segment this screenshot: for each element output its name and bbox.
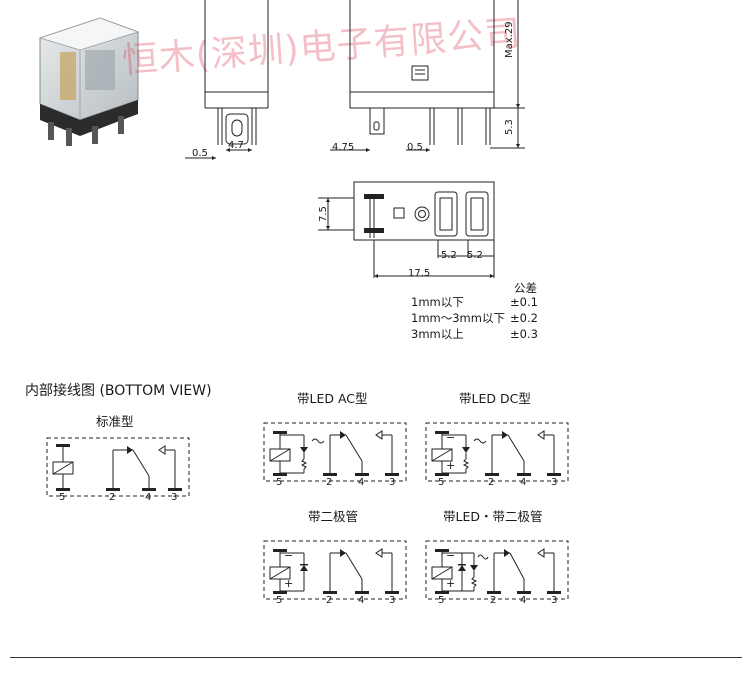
dim-5-2-right: 5.2: [467, 250, 483, 261]
front-view-drawing: [330, 0, 525, 152]
wiring-diode: [263, 540, 407, 600]
polarity-led-diode-minus: −: [446, 549, 456, 562]
section-title: 内部接线图 (BOTTOM VIEW): [25, 383, 212, 399]
dim-0-5-left: 0.5: [192, 148, 208, 159]
pin-diode-2: 2: [326, 595, 333, 606]
wiring-led-dc: [425, 422, 569, 482]
dim-5-3: 5.3: [504, 119, 515, 135]
polarity-led-diode-plus: +: [446, 577, 456, 590]
dim-17-5: 17.5: [408, 268, 431, 279]
tolerance-header: 公差: [514, 281, 537, 295]
relay-photo: [38, 17, 140, 146]
pin-led-ac-4: 4: [358, 477, 365, 488]
pin-standard-4: 4: [145, 492, 152, 503]
pin-led-dc-3: 3: [551, 477, 558, 488]
label-led-dc: 带LED DC型: [459, 391, 531, 406]
label-diode: 带二极管: [308, 509, 359, 524]
pin-diode-3: 3: [389, 595, 396, 606]
wiring-led-ac: [263, 422, 407, 482]
dim-max-29: Max.29: [504, 21, 515, 58]
tolerance-value-2: ±0.2: [510, 311, 538, 325]
dim-0-5-mid: 0.5: [407, 142, 423, 153]
label-standard: 标准型: [96, 414, 134, 429]
dim-4-7: 4.7: [228, 140, 244, 151]
label-led-diode: 带LED・带二极管: [443, 509, 543, 524]
tolerance-range-3: 3mm以上: [411, 327, 464, 341]
polarity-led-dc-plus: +: [446, 459, 456, 472]
polarity-diode-plus: +: [284, 577, 294, 590]
label-led-ac: 带LED AC型: [297, 391, 368, 406]
polarity-diode-minus: −: [284, 549, 294, 562]
pin-standard-3: 3: [171, 492, 178, 503]
tolerance-range-1: 1mm以下: [411, 295, 464, 309]
tolerance-value-3: ±0.3: [510, 327, 538, 341]
wiring-led-diode: [425, 540, 569, 600]
dim-4-75: 4.75: [332, 142, 355, 153]
dim-7-5: 7.5: [318, 206, 329, 222]
bottom-view-drawing: [318, 181, 495, 278]
tolerance-value-1: ±0.1: [510, 295, 538, 309]
pin-led-diode-2: 2: [490, 595, 497, 606]
polarity-led-dc-minus: −: [446, 431, 456, 444]
pin-led-diode-3: 3: [551, 595, 558, 606]
pin-standard-2: 2: [109, 492, 116, 503]
side-view-drawing: [185, 0, 269, 160]
pin-diode-4: 4: [358, 595, 365, 606]
pin-led-dc-5: 5: [438, 477, 445, 488]
pin-diode-5: 5: [276, 595, 283, 606]
dim-5-2-left: 5.2: [441, 250, 457, 261]
pin-led-diode-5: 5: [438, 595, 445, 606]
pin-led-dc-4: 4: [520, 477, 527, 488]
wiring-standard: [46, 437, 190, 497]
pin-standard-5: 5: [59, 492, 66, 503]
pin-led-ac-5: 5: [276, 477, 283, 488]
pin-led-ac-3: 3: [389, 477, 396, 488]
pin-led-diode-4: 4: [520, 595, 527, 606]
pin-led-dc-2: 2: [488, 477, 495, 488]
bottom-divider: [10, 657, 742, 658]
tolerance-range-2: 1mm～3mm以下: [411, 311, 505, 325]
pin-led-ac-2: 2: [326, 477, 333, 488]
